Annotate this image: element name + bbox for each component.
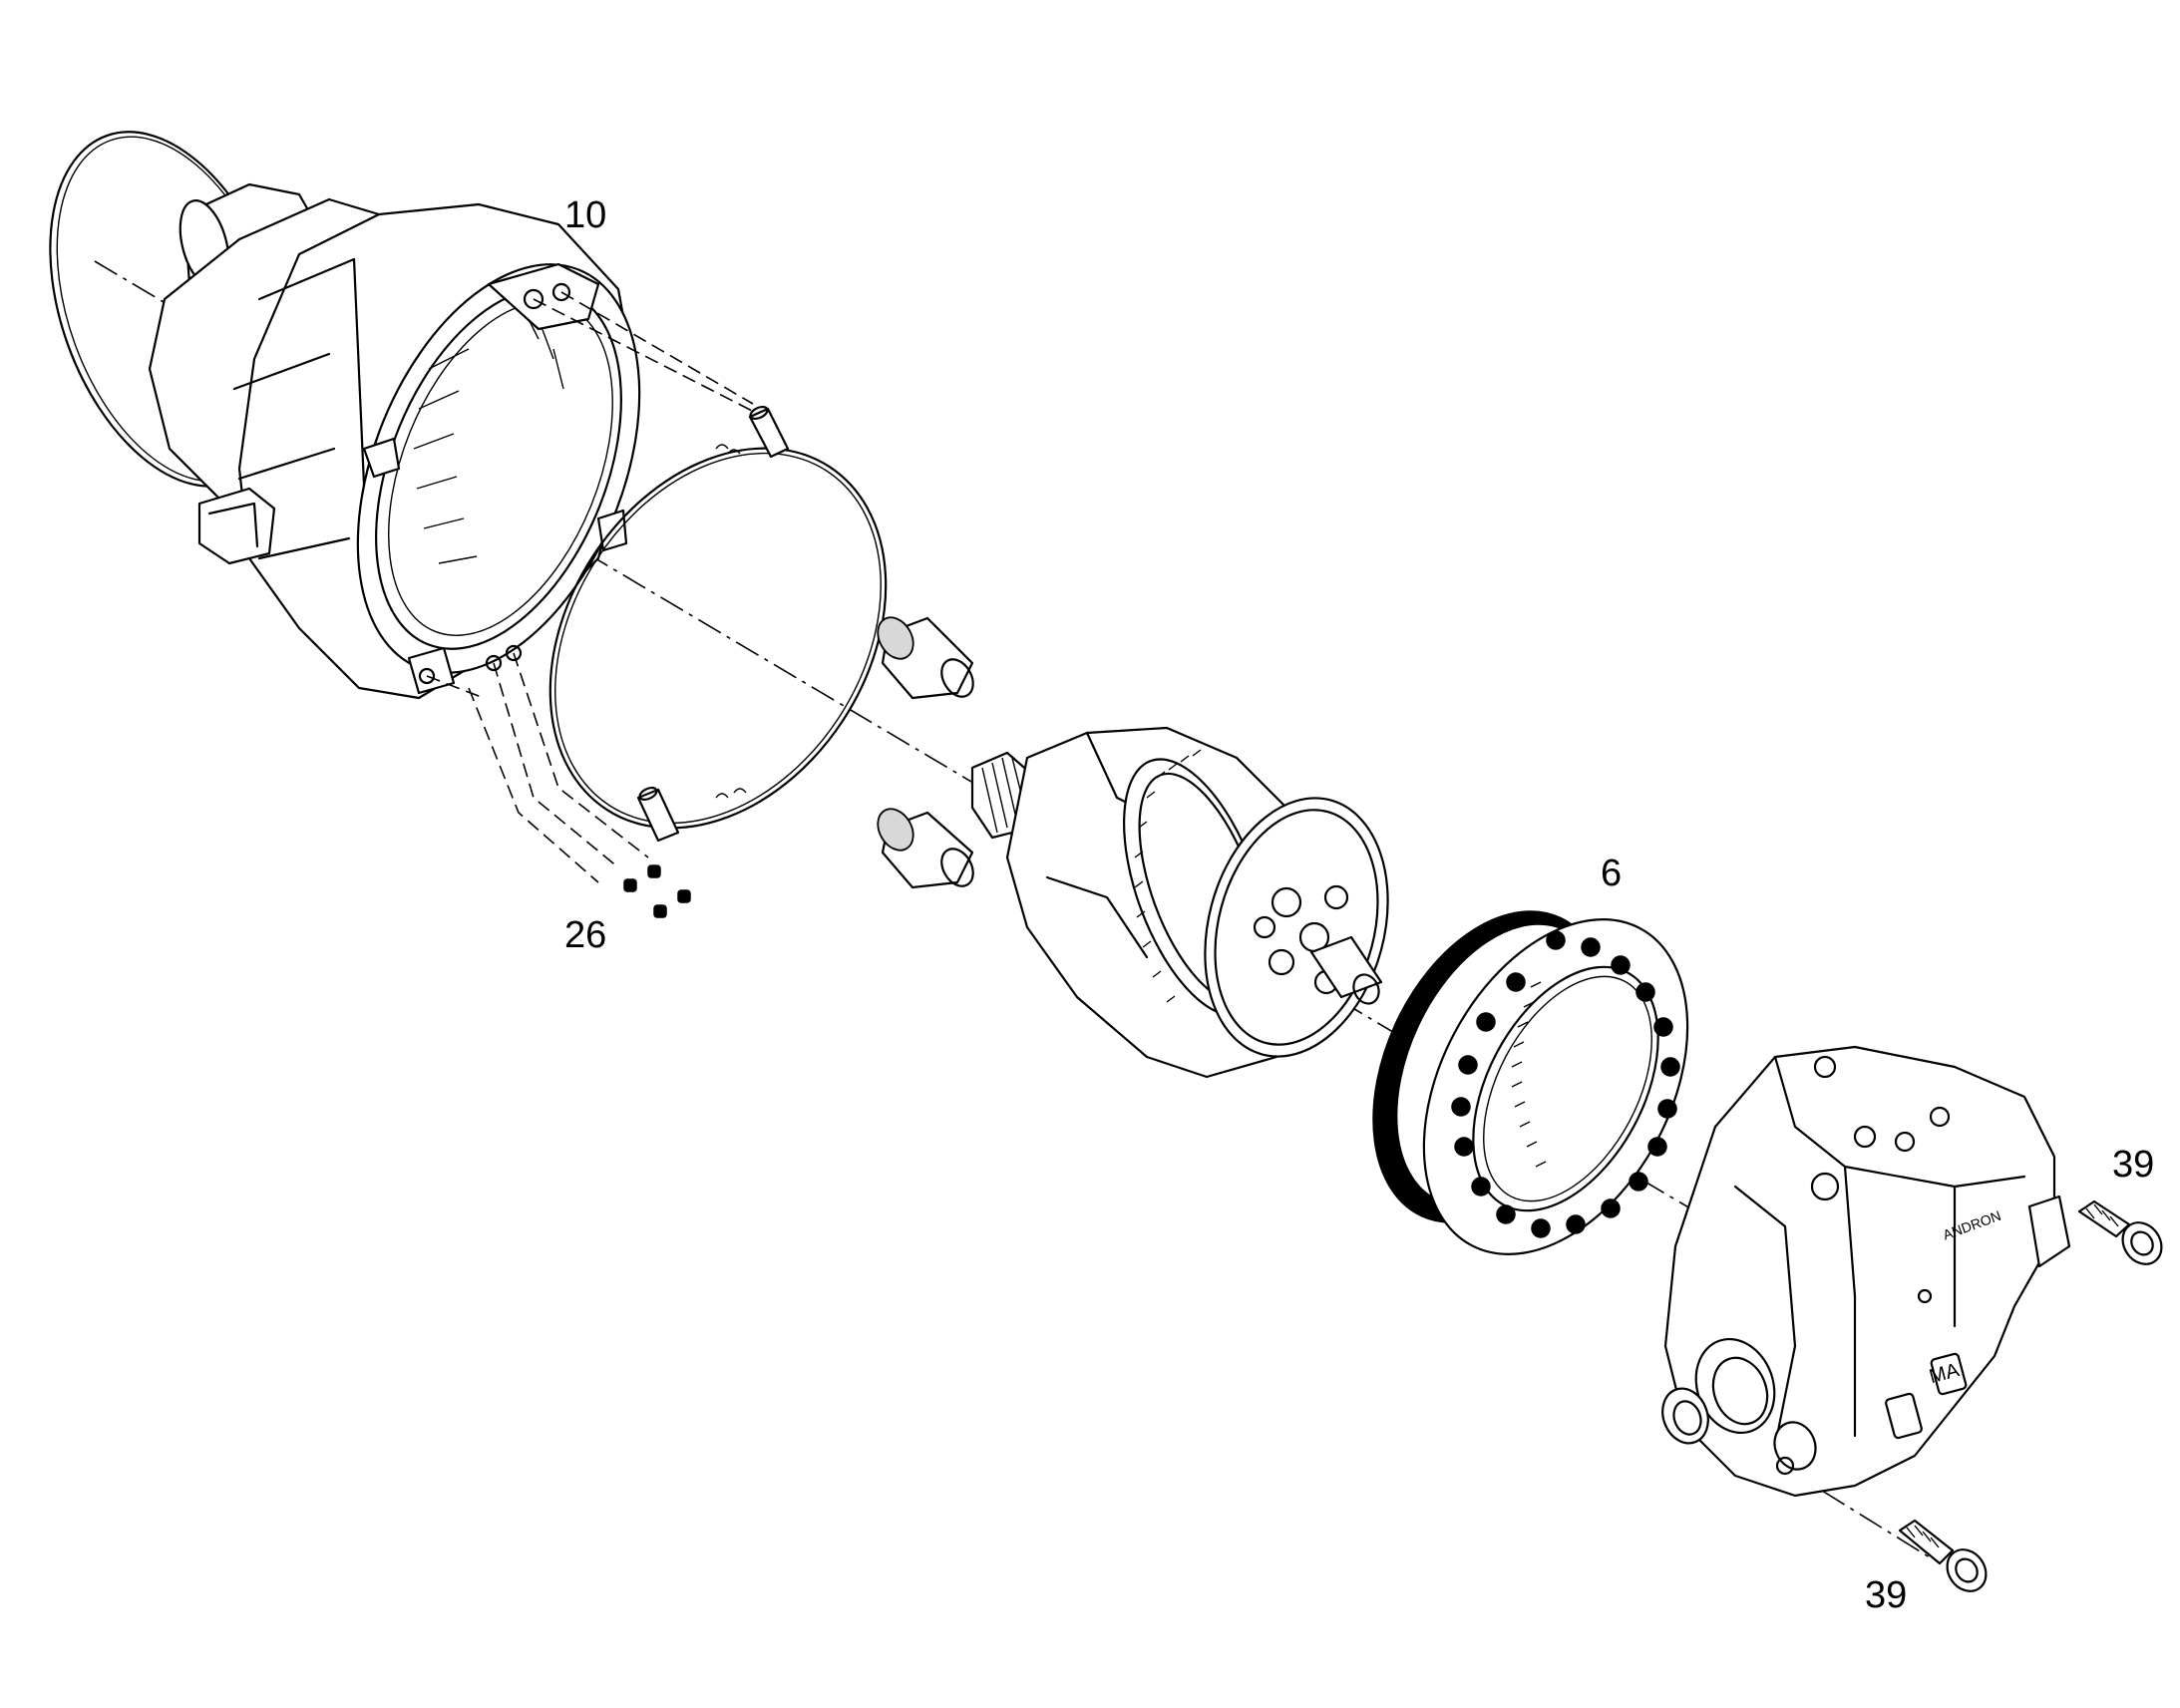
end-cover-valve-block: MA ANDRON [1661, 1045, 2071, 1498]
plug-guide-2 [513, 652, 649, 858]
pin-guide-mid [560, 291, 754, 405]
clip-lower [715, 788, 747, 799]
pin-guide-lower [426, 675, 485, 699]
dowel-pin-upper [748, 405, 790, 459]
plug-guide-1 [493, 662, 619, 868]
cylinder-pin-upper [877, 616, 974, 700]
housing-part-10 [148, 182, 641, 700]
dowel-pin-lower [636, 786, 680, 843]
cylinder-pin-lower [877, 808, 974, 889]
rotating-group-assembly [970, 726, 1389, 1079]
callout-part-10: 10 [564, 194, 606, 236]
pin-guide-upper [533, 298, 759, 415]
lower-bolt-axis-line [1784, 1467, 1931, 1558]
callout-part-39-lower: 39 [1865, 1574, 1907, 1616]
callout-part-39-upper: 39 [2112, 1144, 2154, 1186]
set-screws-part-26 [623, 864, 691, 918]
clip-upper [715, 444, 741, 455]
cap-screw-lower [1898, 1519, 1988, 1592]
ring-assembly-part-6 [1372, 910, 1689, 1255]
o-ring-seal [548, 447, 888, 830]
plug-guide-3 [468, 687, 599, 883]
callout-part-26: 26 [564, 914, 606, 956]
callout-part-6: 6 [1601, 853, 1622, 894]
cap-screw-upper [2077, 1199, 2163, 1265]
